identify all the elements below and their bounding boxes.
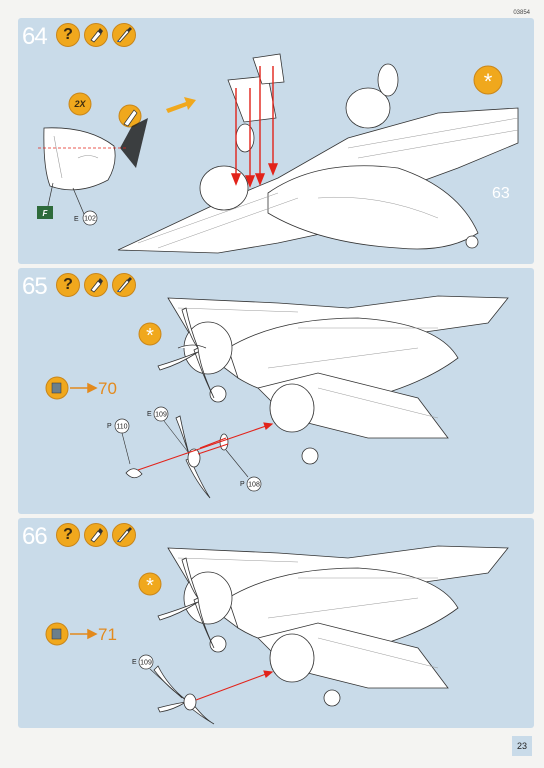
glue-tube-icon [84,23,108,47]
part-number: 109 [140,660,152,667]
direction-arrow [166,97,196,113]
part-letter: E [132,659,137,666]
canopy-piece [227,75,277,123]
step-66-panel: 66 ? * 71 [18,518,534,728]
glue-tube-icon [84,273,108,297]
aircraft-65 [167,295,509,465]
part-letter: P [240,481,245,488]
multiplier-badge [68,92,92,116]
part-number-circle [246,476,262,492]
step-65-panel: 65 ? * 70 [18,268,534,514]
paint-code: F [43,209,49,218]
assembly-arrows [230,66,279,188]
part-letter: E [147,411,152,418]
svg-text:*: * [484,69,493,94]
step-66-illustration: * 71 [45,545,509,725]
propeller-exploded [153,665,215,725]
part-number-circle [138,654,154,670]
part-letter: E [74,216,79,223]
multiplier-label: 2X [73,99,86,109]
question-icon: ? [56,273,80,297]
part-number: 110 [116,424,127,431]
part-number-circle [82,210,98,226]
svg-text:*: * [146,575,154,597]
step-64-illustration: 2X F E 102 [37,53,519,254]
spinner-part [125,468,143,479]
step-number: 64 [22,23,48,50]
brush-detail-icon [123,109,138,127]
glue-tube-icon [84,523,108,547]
page-number: 23 [512,736,532,756]
aircraft-66 [167,545,509,707]
goto-step-number: 70 [98,379,117,398]
canopy-piece [252,53,285,85]
step-64-panel: 64 ? 2X F E 102 [18,18,534,264]
step-icons: ? [56,273,136,297]
paint-callout [120,118,148,168]
part-number: 108 [248,482,260,489]
paintbrush-icon [112,23,136,47]
part-number: 102 [84,216,96,223]
asterisk-icon [138,322,162,346]
assembly-arrows [195,670,274,701]
previous-step-ref: 63 [492,185,510,202]
paintbrush-icon [112,273,136,297]
assembly-arrows [137,422,274,471]
propeller-front [157,557,215,649]
asterisk-icon [138,572,162,596]
step-number: 66 [22,523,48,550]
question-icon: ? [56,23,80,47]
asterisk-icon [473,65,503,95]
paintbrush-icon [112,523,136,547]
step-65-illustration: * 70 [45,295,509,499]
aircraft-fuselage-64 [117,63,519,254]
step-icons: ? [56,23,136,47]
paint-color-badge [37,206,53,219]
part-letter: P [107,423,112,430]
step-icons: ? [56,523,136,547]
part-number: 109 [155,412,167,419]
goto-arrow [70,628,98,640]
goto-step-number: 71 [98,625,117,644]
part-number-circle [153,406,169,422]
goto-arrow [70,382,98,394]
step-number: 65 [22,273,48,300]
svg-text:*: * [146,325,154,347]
canopy-part [43,127,116,191]
question-icon: ? [56,523,80,547]
propeller-front [157,307,215,399]
document-code: 03854 [513,10,530,16]
